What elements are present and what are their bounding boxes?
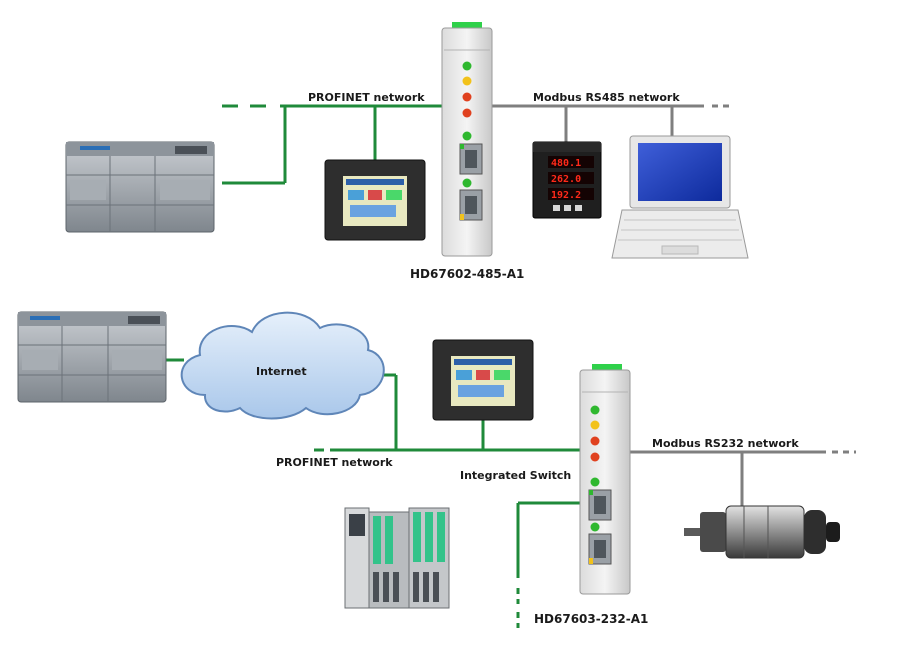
top-modbus-lines (488, 104, 730, 142)
top-device-label: HD67602-485-A1 (410, 267, 524, 281)
bottom-profinet-lines (166, 358, 586, 628)
bottom-plc-image (17, 311, 167, 403)
top-gateway-device (441, 22, 493, 257)
top-hmi-panel-image (324, 159, 426, 241)
bottom-gateway-device (579, 364, 631, 595)
meter-reading-2: 262.0 (551, 174, 581, 185)
bottom-hmi-panel-image (432, 339, 534, 421)
meter-reading-3: 192.2 (551, 190, 581, 201)
top-modbus-label: Modbus RS485 network (533, 91, 680, 104)
top-profinet-label: PROFINET network (308, 91, 425, 104)
top-plc-image (65, 141, 215, 233)
top-power-meter-image: 480.1 262.0 192.2 (532, 141, 602, 219)
meter-reading-1: 480.1 (551, 158, 581, 169)
bottom-device-label: HD67603-232-A1 (534, 612, 648, 626)
remote-io-image (344, 507, 450, 609)
bottom-modbus-label: Modbus RS232 network (652, 437, 799, 450)
internet-label: Internet (256, 365, 307, 378)
bottom-section: Internet PROFINET network Integrated Swi… (17, 311, 856, 628)
top-profinet-lines (222, 104, 455, 185)
internet-cloud-icon (180, 311, 385, 420)
top-section: PROFINET network Modbus RS485 network (65, 22, 749, 281)
bottom-modbus-lines (622, 450, 856, 508)
integrated-switch-label: Integrated Switch (460, 469, 571, 482)
bottom-profinet-label: PROFINET network (276, 456, 393, 469)
top-laptop-image (611, 135, 749, 259)
servo-motor-image (684, 505, 840, 559)
